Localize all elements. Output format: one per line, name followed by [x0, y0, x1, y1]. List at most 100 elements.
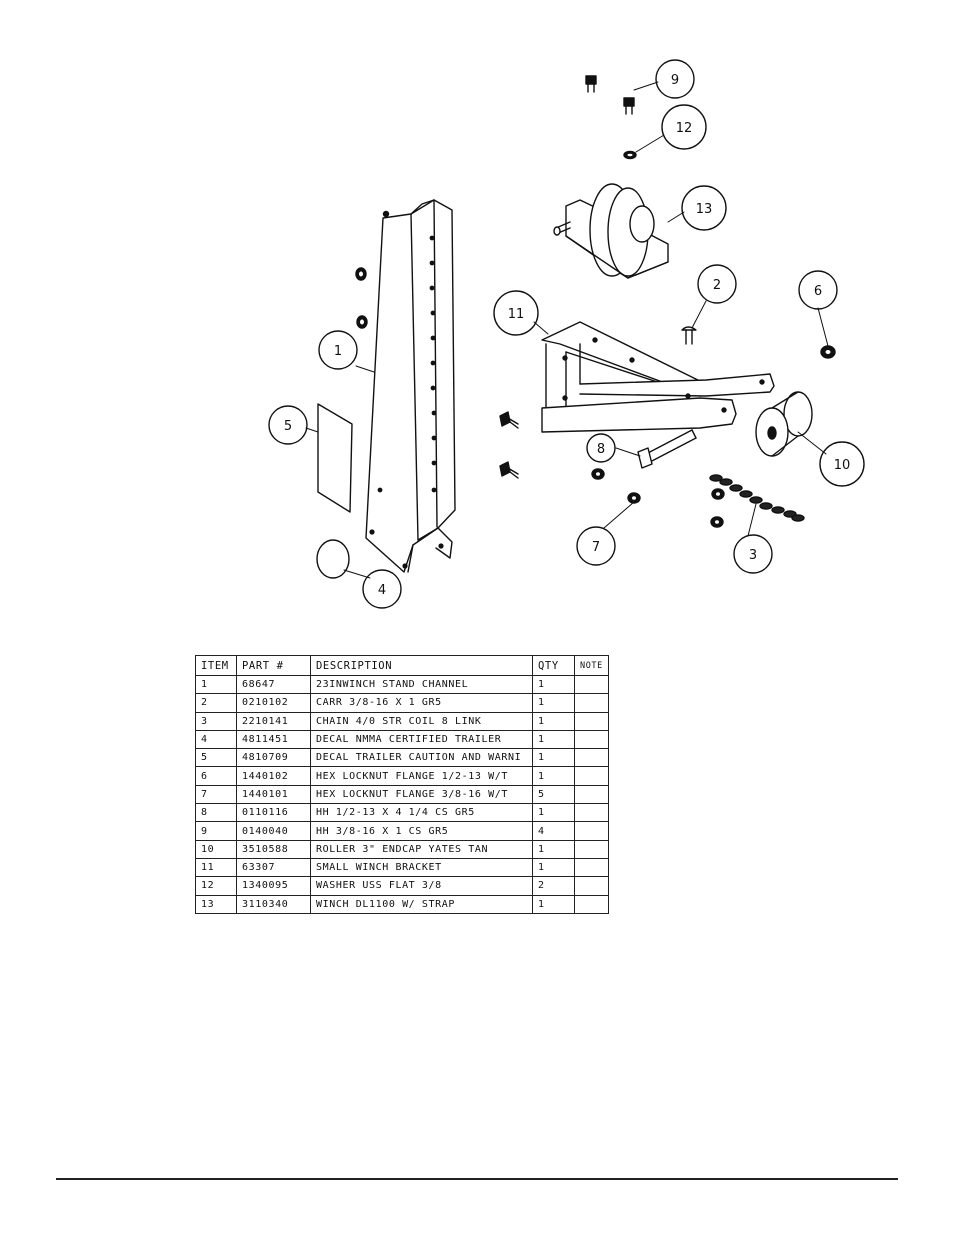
cell-description: WASHER USS FLAT 3/8 [310, 876, 533, 896]
winch-part [553, 183, 669, 279]
footer-divider [56, 1178, 898, 1180]
callout-balloon: 8 [586, 433, 616, 463]
cell-item: 6 [195, 766, 237, 786]
cell-part-number: 4810709 [236, 748, 311, 768]
callout-balloon: 1 [318, 330, 358, 370]
cell-part-number: 1440102 [236, 766, 311, 786]
balloon-label: 9 [671, 73, 679, 88]
cell-part-number: 0140040 [236, 821, 311, 841]
callout-balloon: 2 [697, 264, 737, 304]
cell-description: 23INWINCH STAND CHANNEL [310, 674, 533, 695]
callout-balloon: 12 [661, 104, 707, 150]
balloon-label: 7 [592, 540, 600, 555]
callout-balloon: 9 [655, 59, 695, 99]
cell-note [574, 748, 609, 768]
cell-note [574, 674, 609, 695]
leader-lines [305, 81, 829, 579]
header-qty: QTY [532, 655, 575, 676]
cell-note [574, 784, 609, 805]
cell-description: HEX LOCKNUT FLANGE 1/2-13 W/T [310, 766, 533, 786]
cell-part-number: 0110116 [236, 803, 311, 823]
cell-part-number: 1340095 [236, 876, 311, 896]
locknut-part [591, 345, 836, 528]
cell-item: 8 [195, 803, 237, 823]
callout-balloon: 7 [576, 526, 616, 566]
stand-channel-part [365, 199, 456, 573]
cell-qty: 5 [532, 784, 575, 805]
callout-balloon: 6 [798, 270, 838, 310]
hex-bolt-part [499, 75, 635, 479]
cell-part-number: 63307 [236, 857, 311, 878]
cell-note [574, 766, 609, 786]
cell-note [574, 693, 609, 713]
balloon-label: 6 [814, 284, 822, 299]
carriage-bolt-part [681, 326, 697, 345]
balloon-label: 10 [834, 458, 851, 473]
cell-item: 10 [195, 839, 237, 859]
balloon-label: 12 [676, 121, 693, 136]
cell-qty: 4 [532, 821, 575, 841]
cell-item: 2 [195, 693, 237, 713]
cell-note [574, 729, 609, 750]
cell-description: HH 3/8-16 X 1 CS GR5 [310, 821, 533, 841]
chain-part [709, 474, 805, 522]
balloon-label: 1 [334, 344, 342, 359]
cell-qty: 1 [532, 766, 575, 786]
cell-description: CHAIN 4/0 STR COIL 8 LINK [310, 711, 533, 731]
callout-balloon: 13 [681, 185, 727, 231]
callout-balloon: 3 [733, 534, 773, 574]
cell-qty: 1 [532, 729, 575, 750]
header-description: DESCRIPTION [310, 655, 533, 676]
cell-item: 13 [195, 894, 237, 914]
balloon-label: 3 [749, 548, 757, 563]
balloon-label: 5 [284, 419, 292, 434]
cell-part-number: 0210102 [236, 693, 311, 713]
cell-qty: 1 [532, 803, 575, 823]
cell-part-number: 3510588 [236, 839, 311, 859]
balloon-label: 2 [713, 278, 721, 293]
washer-part [623, 150, 637, 160]
exploded-parts-diagram: 1 2 3 4 5 6 7 8 9 10 11 12 13 [268, 59, 865, 609]
caution-decal-part [317, 403, 353, 513]
cell-note [574, 821, 609, 841]
header-item: ITEM [195, 655, 237, 676]
cell-qty: 2 [532, 876, 575, 896]
roller-part [755, 391, 813, 457]
callout-balloon: 11 [493, 290, 539, 336]
cell-item: 11 [195, 857, 237, 878]
cell-description: DECAL NMMA CERTIFIED TRAILER [310, 729, 533, 750]
cell-part-number: 4811451 [236, 729, 311, 750]
balloon-label: 4 [378, 583, 386, 598]
cell-qty: 1 [532, 894, 575, 914]
cell-item: 5 [195, 748, 237, 768]
long-bolt-part [637, 429, 697, 469]
callout-balloon: 10 [819, 441, 865, 487]
cell-qty: 1 [532, 693, 575, 713]
balloon-label: 13 [696, 202, 713, 217]
cell-description: HH 1/2-13 X 4 1/4 CS GR5 [310, 803, 533, 823]
cell-qty: 1 [532, 839, 575, 859]
cell-description: WINCH DL1100 W/ STRAP [310, 894, 533, 914]
balloon-label: 8 [597, 442, 605, 457]
cell-qty: 1 [532, 857, 575, 878]
cell-description: CARR 3/8-16 X 1 GR5 [310, 693, 533, 713]
cell-item: 7 [195, 784, 237, 805]
cell-item: 12 [195, 876, 237, 896]
cell-note [574, 839, 609, 859]
cell-qty: 1 [532, 674, 575, 695]
header-part-number: PART # [236, 655, 311, 676]
cell-item: 1 [195, 674, 237, 695]
